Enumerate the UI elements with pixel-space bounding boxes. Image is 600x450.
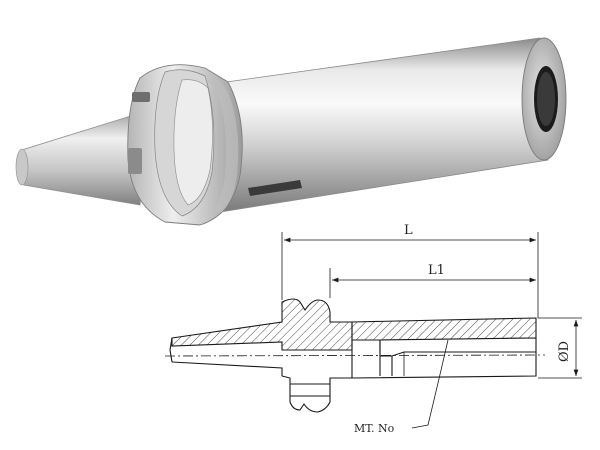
lower-shaft bbox=[351, 352, 537, 379]
label-D: ØD bbox=[557, 341, 572, 362]
label-mt-no: MT. No bbox=[354, 422, 395, 435]
shaft-body bbox=[204, 37, 549, 213]
section-drawing bbox=[164, 232, 582, 429]
flange-ring bbox=[173, 79, 213, 206]
lower-flange-inner bbox=[290, 383, 330, 397]
taper-nose bbox=[15, 148, 29, 186]
bore-inner-rim bbox=[537, 72, 555, 126]
step-lines bbox=[351, 340, 393, 378]
taper-lower bbox=[171, 361, 283, 376]
lower-flange bbox=[281, 375, 352, 413]
neck bbox=[205, 78, 239, 212]
drive-slot bbox=[132, 92, 150, 102]
taper-nose-section bbox=[169, 337, 173, 363]
drive-slot-lower bbox=[128, 148, 142, 174]
upper-section-hatched bbox=[171, 298, 353, 351]
tool-holder-render bbox=[15, 37, 567, 226]
tang-slot bbox=[248, 180, 302, 196]
center-line bbox=[164, 354, 546, 357]
bore-outline bbox=[379, 337, 537, 357]
label-L: L bbox=[404, 223, 413, 238]
mt-leader bbox=[411, 339, 449, 429]
label-L1: L1 bbox=[428, 263, 445, 278]
